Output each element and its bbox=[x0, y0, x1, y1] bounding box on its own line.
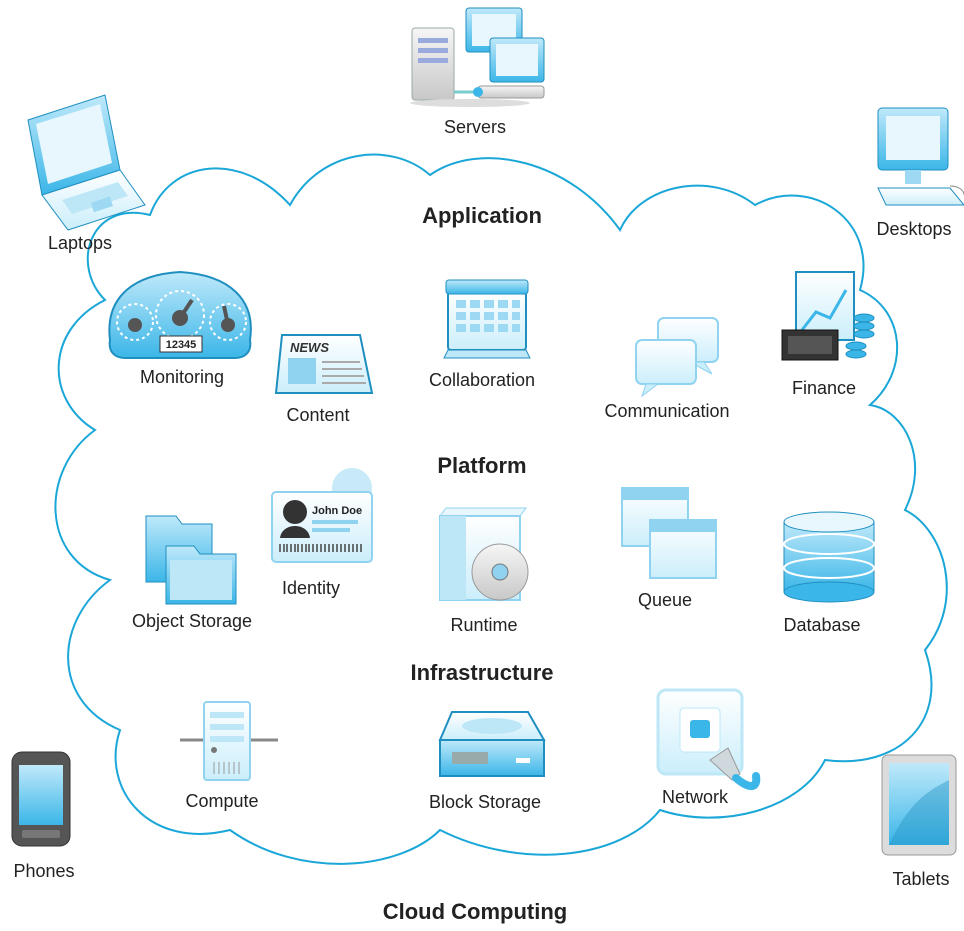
infrastructure-layer-heading: Infrastructure bbox=[410, 660, 554, 685]
communication-label: Communication bbox=[604, 401, 730, 421]
platform-layer-heading: Platform bbox=[437, 453, 527, 478]
runtime-icon bbox=[439, 507, 529, 601]
object-storage-label: Object Storage bbox=[131, 611, 253, 631]
content-label: Content bbox=[286, 405, 350, 425]
diagram-title: Cloud Computing bbox=[382, 899, 568, 924]
servers-label: Servers bbox=[443, 117, 507, 137]
gauge-counter-text: 12345 bbox=[166, 339, 197, 351]
identity-label: Identity bbox=[281, 578, 341, 598]
application-layer-heading: Application bbox=[422, 203, 542, 228]
id-name-text: John Doe bbox=[312, 505, 362, 517]
runtime-label: Runtime bbox=[450, 615, 518, 635]
compute-label: Compute bbox=[185, 791, 259, 811]
desktop-icon bbox=[877, 107, 964, 206]
compute-server-icon bbox=[180, 701, 278, 781]
tablets-label: Tablets bbox=[892, 869, 950, 889]
block-storage-label: Block Storage bbox=[428, 792, 542, 812]
laptop-icon bbox=[27, 94, 146, 231]
database-icon bbox=[783, 511, 875, 603]
calendar-icon bbox=[443, 279, 531, 359]
news-icon: NEWS bbox=[274, 334, 374, 394]
speech-bubbles-icon bbox=[635, 317, 719, 398]
monitoring-gauge-icon: 12345 bbox=[108, 270, 252, 359]
cloud-outline bbox=[54, 153, 948, 865]
servers-icon bbox=[410, 7, 545, 107]
finance-icon bbox=[781, 271, 875, 361]
phone-icon bbox=[11, 751, 71, 847]
phones-label: Phones bbox=[13, 861, 75, 881]
desktops-label: Desktops bbox=[876, 219, 952, 239]
tablet-icon bbox=[881, 754, 957, 856]
folders-icon bbox=[145, 515, 237, 605]
block-storage-icon bbox=[438, 711, 546, 777]
network-label: Network bbox=[661, 787, 729, 807]
laptops-label: Laptops bbox=[47, 233, 113, 253]
queue-label: Queue bbox=[637, 590, 693, 610]
database-label: Database bbox=[783, 615, 861, 635]
collaboration-label: Collaboration bbox=[428, 370, 536, 390]
id-card-icon: John Doe bbox=[271, 468, 373, 563]
network-icon bbox=[656, 688, 761, 790]
monitoring-label: Monitoring bbox=[139, 367, 225, 387]
news-masthead-text: NEWS bbox=[290, 340, 329, 355]
queue-icon bbox=[621, 487, 717, 579]
finance-label: Finance bbox=[791, 378, 857, 398]
